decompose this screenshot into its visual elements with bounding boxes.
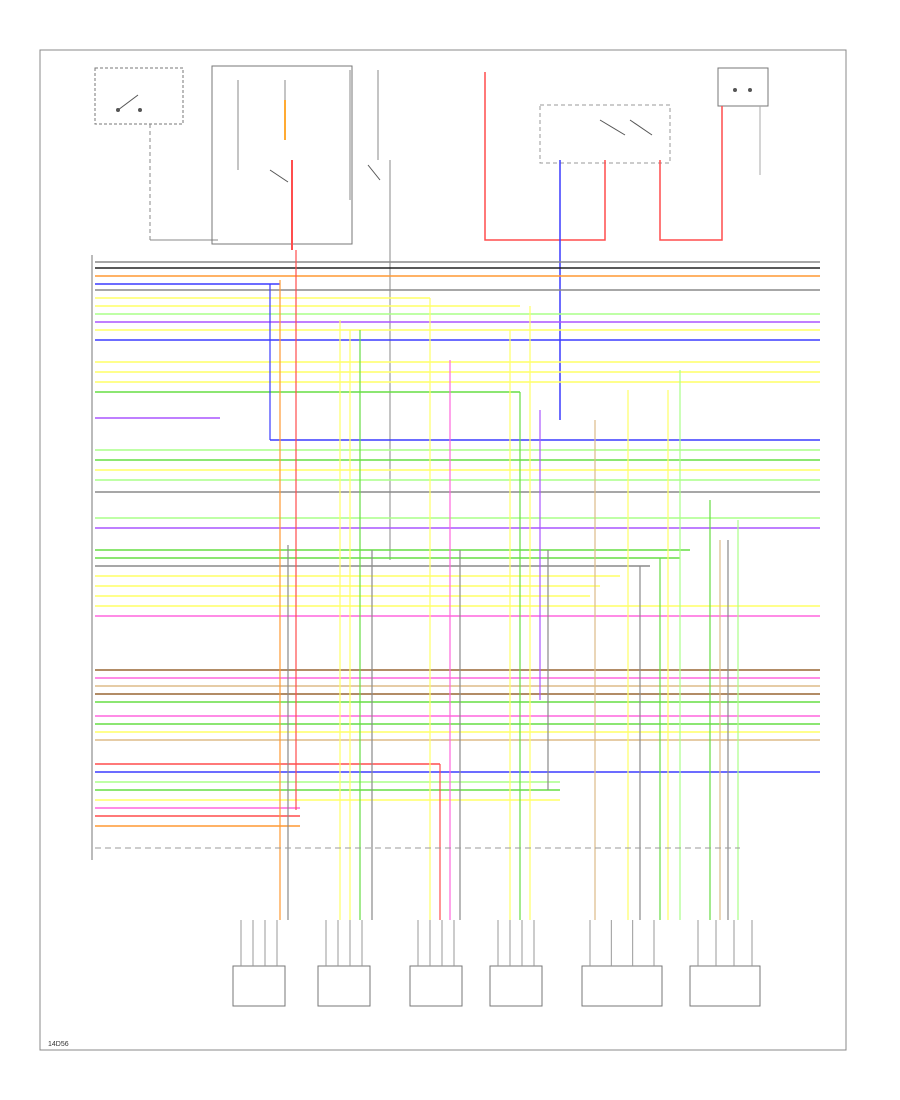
relay-column bbox=[367, 70, 391, 560]
top-right-box bbox=[717, 67, 769, 175]
sensor-3 bbox=[409, 920, 463, 1007]
sensor-3-body bbox=[409, 965, 463, 1007]
center-relay bbox=[539, 104, 671, 164]
sensor-6 bbox=[689, 920, 761, 1007]
vertical-drops bbox=[269, 250, 739, 920]
sensor-1-body bbox=[232, 965, 286, 1007]
sensor-4-body bbox=[489, 965, 543, 1007]
sensor-6-body bbox=[689, 965, 761, 1007]
red-feed bbox=[484, 72, 723, 420]
sensor-1 bbox=[232, 920, 286, 1007]
hot-fuse-block bbox=[211, 65, 353, 250]
sensor-5-body bbox=[581, 965, 663, 1007]
sensor-2 bbox=[317, 920, 371, 1007]
sensor-row bbox=[232, 920, 761, 1007]
sensor-4 bbox=[489, 920, 543, 1007]
footer-code: 14D56 bbox=[48, 1041, 69, 1048]
top-left-switch bbox=[94, 67, 218, 241]
diagram-border bbox=[39, 49, 847, 1051]
wire-bus bbox=[95, 261, 820, 827]
sensor-2-body bbox=[317, 965, 371, 1007]
sensor-5 bbox=[581, 920, 663, 1007]
